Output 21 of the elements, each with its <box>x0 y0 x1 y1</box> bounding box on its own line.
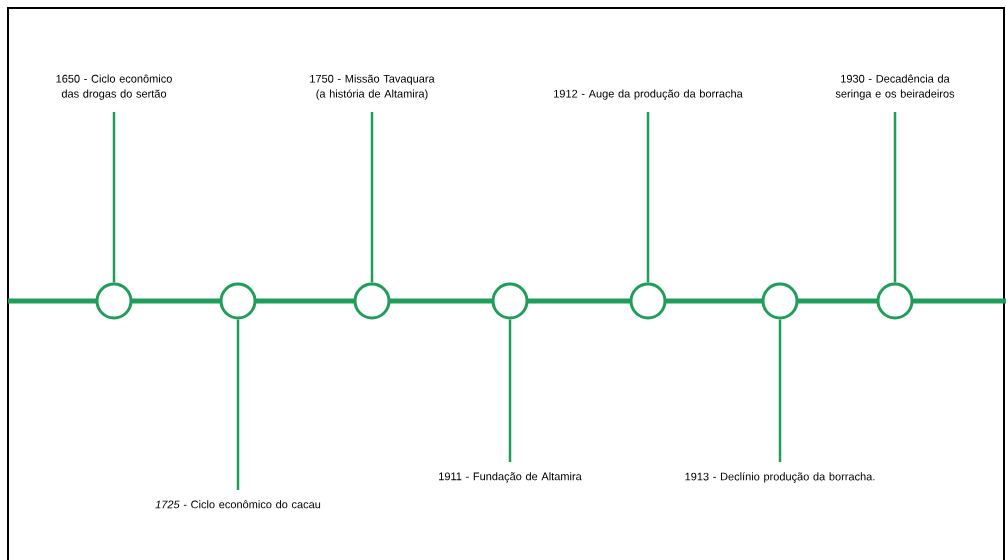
event-label: 1912 - Auge da produção da borracha <box>554 89 743 100</box>
stem-line <box>893 112 897 283</box>
event-label: 1911 - Fundação de Altamira <box>439 472 582 483</box>
stem-line <box>236 319 240 490</box>
timeline-marker <box>761 282 799 320</box>
stem-line <box>370 112 374 283</box>
timeline-marker <box>219 282 257 320</box>
stem-line <box>646 112 650 283</box>
event-label: 1930 - Decadência da seringa e os beiradeiros <box>835 74 955 100</box>
timeline-marker <box>491 282 529 320</box>
event-label: 1913 - Declínio produção da borracha. <box>685 472 875 483</box>
timeline-marker <box>353 282 391 320</box>
event-label: 1725 - Ciclo econômico do cacau <box>155 500 321 509</box>
stem-line <box>778 319 782 462</box>
timeline-marker <box>95 282 133 320</box>
event-label: 1750 - Missão Tavaquara (a história de Altamira) <box>310 74 435 100</box>
stem-line <box>508 319 512 462</box>
event-label: 1650 - Ciclo econômico das drogas do sertão <box>56 74 172 100</box>
stem-line <box>112 112 116 283</box>
timeline-marker <box>876 282 914 320</box>
timeline-marker <box>629 282 667 320</box>
